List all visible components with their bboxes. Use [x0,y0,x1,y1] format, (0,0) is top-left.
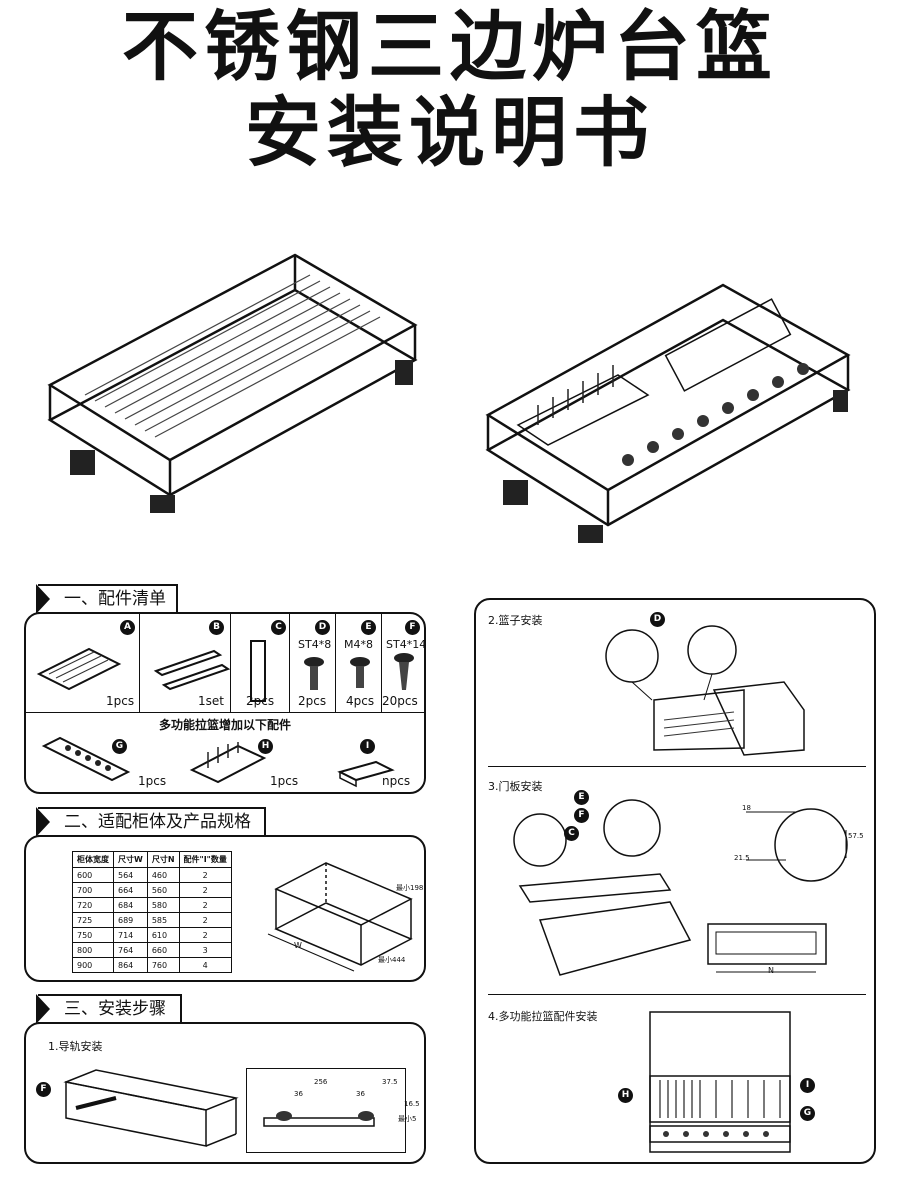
page-title: 不锈钢三边炉台篮 [122,2,778,91]
dim-16-5: 16.5 [404,1100,420,1108]
badge-i: I [360,739,375,754]
page-subtitle: 安装说明书 [245,88,655,177]
step4-drawing [649,1011,791,1153]
part-cell-e [336,614,382,712]
step2-title: 2.篮子安装 [488,614,543,627]
part-cell-c [231,614,290,712]
part-e-screw-icon [350,657,370,688]
badge-c: C [271,620,286,635]
badge-f: F [405,620,420,635]
badge-d: D [315,620,330,635]
badge-e: E [361,620,376,635]
part-a-basket-icon [36,647,122,691]
part-h-dish-rack-icon [189,742,267,784]
dim-n: N [768,966,774,975]
dim-36b: 36 [356,1090,365,1098]
parts-list-box: A B C D E F ST4*8 M4*8 ST4*14 1pcs 1set … [24,612,426,794]
badge-b: B [209,620,224,635]
part-g-rack-icon [41,736,131,782]
part-cell-a [26,614,140,712]
extra-parts-heading: 多功能拉篮增加以下配件 [158,718,291,732]
step3-badge-f: F [574,808,589,823]
basket-illustration-plain [47,253,418,513]
qty-e: 4pcs [346,694,375,708]
section-steps-label: 三、安装步骤 [36,994,182,1024]
step3-drawing-left [513,799,692,976]
dim-18: 18 [742,804,751,812]
steps-right-box: 2.篮子安装 D 3.门板安装 E F C 18 57.5 21.5 N 4.多… [474,598,876,1164]
spec-f: ST4*14 [386,638,427,651]
qty-f: 20pcs [382,694,418,708]
dim-21-5: 21.5 [734,854,750,862]
dim-height: 最小198 [396,884,424,892]
step1-badge-f: F [36,1082,51,1097]
qty-c: 2pcs [246,694,275,708]
step4-title: 4.多功能拉篮配件安装 [488,1010,598,1023]
dim-depth: 最小444 [378,956,406,964]
part-cell-b [140,614,231,712]
badge-h: H [258,739,273,754]
part-b-rail-icon [153,649,231,691]
qty-h: 1pcs [270,774,299,788]
step2-drawing [605,625,805,756]
dim-57-5: 57.5 [848,832,864,840]
step1-box: 1.导轨安装 F 256 36 36 37.5 16.5 最小5 [24,1022,426,1164]
spec-d: ST4*8 [298,638,332,651]
step2-badge-d: D [650,612,665,627]
part-f-screw-icon [394,653,414,690]
step1-title: 1.导轨安装 [48,1040,103,1053]
part-cell-d [290,614,336,712]
dim-37-5: 37.5 [382,1078,398,1086]
step3-drawing-right [707,808,848,973]
badge-g: G [112,739,127,754]
part-i-tray-icon [337,760,395,788]
dim-width: W [294,941,302,950]
section-parts-label: 一、配件清单 [36,584,178,614]
dim-256: 256 [314,1078,328,1086]
step1-rail-drawing [263,1111,375,1127]
qty-d: 2pcs [298,694,327,708]
step1-cabinet-drawing [63,1069,239,1147]
step4-badge-i: I [800,1078,815,1093]
step3-title: 3.门板安装 [488,780,543,793]
part-d-screw-icon [304,657,324,690]
step4-badge-g: G [800,1106,815,1121]
qty-g: 1pcs [138,774,167,788]
step1-rail-frame [246,1068,406,1153]
step4-badge-h: H [618,1088,633,1103]
step3-badge-c: C [564,826,579,841]
qty-b: 1set [198,694,224,708]
spec-e: M4*8 [344,638,373,651]
basket-illustration-multifunction [485,283,851,543]
section-cabinet-label: 二、适配柜体及产品规格 [36,807,266,837]
qty-i: npcs [382,774,411,788]
step3-badge-e: E [574,790,589,805]
dim-36a: 36 [294,1090,303,1098]
qty-a: 1pcs [106,694,135,708]
cabinet-diagram [267,862,413,972]
dim-min5: 最小5 [398,1115,417,1123]
badge-a: A [120,620,135,635]
part-c-bracket-icon [250,640,266,702]
